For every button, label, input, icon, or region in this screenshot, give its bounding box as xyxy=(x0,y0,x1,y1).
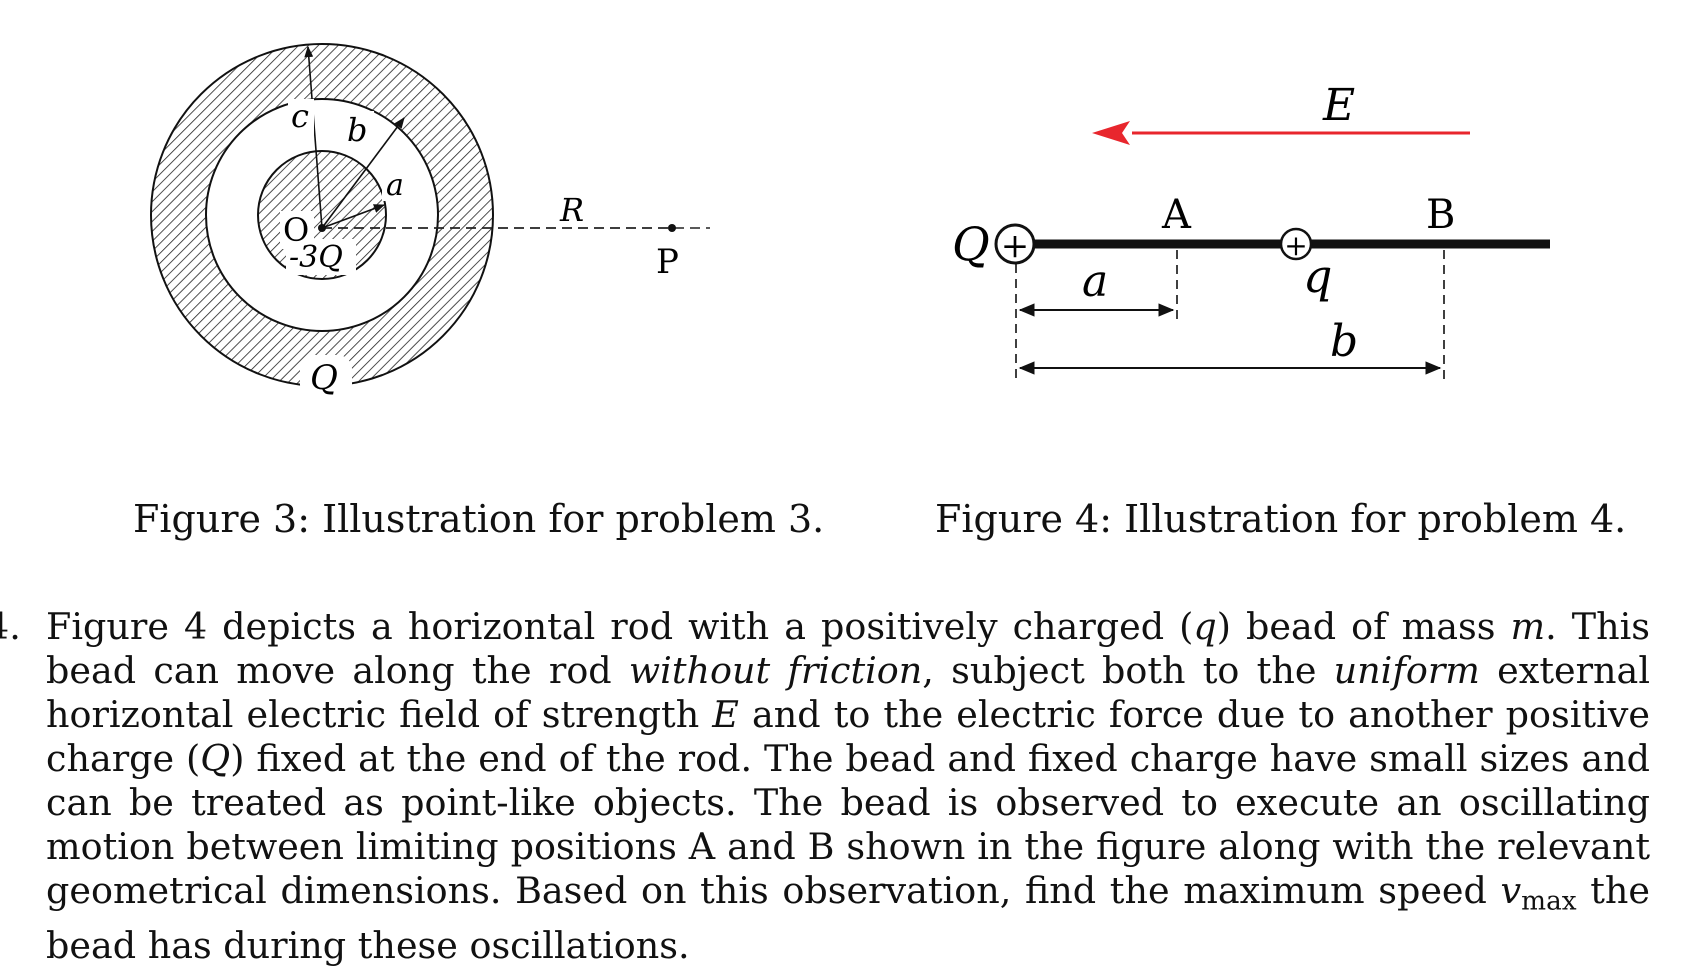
emphasis-without-friction: without friction xyxy=(628,649,923,692)
symbol-E: E xyxy=(712,693,739,736)
subscript-max: max xyxy=(1521,886,1577,917)
label-a: a xyxy=(1082,256,1108,307)
label-A: A xyxy=(1161,192,1192,238)
label-q: q xyxy=(1303,249,1332,303)
caption-figure-4: Figure 4: Illustration for problem 4. xyxy=(935,497,1627,541)
field-arrow-head xyxy=(1092,121,1130,145)
figure-3-concentric-spheres: c b a O -3Q Q R P xyxy=(150,43,710,399)
plus-Q: + xyxy=(1001,226,1030,266)
label-c: c xyxy=(291,97,309,135)
text-run: ) bead of mass xyxy=(1216,605,1511,648)
label-inner-charge: -3Q xyxy=(289,240,343,275)
text-run: external horizontal electric field of st… xyxy=(46,649,1650,736)
text-run: . This bead can move along the rod xyxy=(46,605,1650,692)
fixed-charge-Q xyxy=(994,223,1036,265)
radius-c xyxy=(304,45,323,229)
label-P: P xyxy=(656,242,679,282)
text-run: Figure 4 depicts a horizontal rod with a… xyxy=(46,605,1194,648)
symbol-q: q xyxy=(1193,605,1217,648)
symbol-v: v xyxy=(1500,869,1522,912)
label-R: R xyxy=(559,191,584,229)
label-b: b xyxy=(1330,316,1358,367)
text-run: ) fixed at the end of the rod. The bead … xyxy=(46,737,1650,912)
label-B: B xyxy=(1426,192,1455,238)
label-Q: Q xyxy=(952,217,990,271)
label-shell-charge: Q xyxy=(310,358,338,398)
problem-4: 4. Figure 4 depicts a horizontal rod wit… xyxy=(0,605,1650,968)
problem-number: 4. xyxy=(0,605,21,648)
label-b: b xyxy=(347,111,367,149)
figure-4-rod-and-bead: E + Q + q A B a b xyxy=(952,80,1550,382)
text-run: and to the electric force due to another… xyxy=(46,693,1650,780)
plus-q: + xyxy=(1284,229,1307,262)
label-a: a xyxy=(386,168,404,203)
caption-figure-3: Figure 3: Illustration for problem 3. xyxy=(133,497,825,541)
symbol-Q: Q xyxy=(200,737,231,780)
label-E: E xyxy=(1322,80,1355,131)
symbol-m: m xyxy=(1510,605,1546,648)
problem-text: Figure 4 depicts a horizontal rod with a… xyxy=(46,605,1650,968)
center-O xyxy=(318,224,326,232)
label-O: O xyxy=(283,211,309,249)
emphasis-uniform: uniform xyxy=(1333,649,1480,692)
bead-q xyxy=(1279,227,1313,261)
radius-a xyxy=(321,204,386,229)
point-P xyxy=(668,224,676,232)
text-run: , subject both to the xyxy=(922,649,1334,692)
radius-b xyxy=(321,117,405,229)
